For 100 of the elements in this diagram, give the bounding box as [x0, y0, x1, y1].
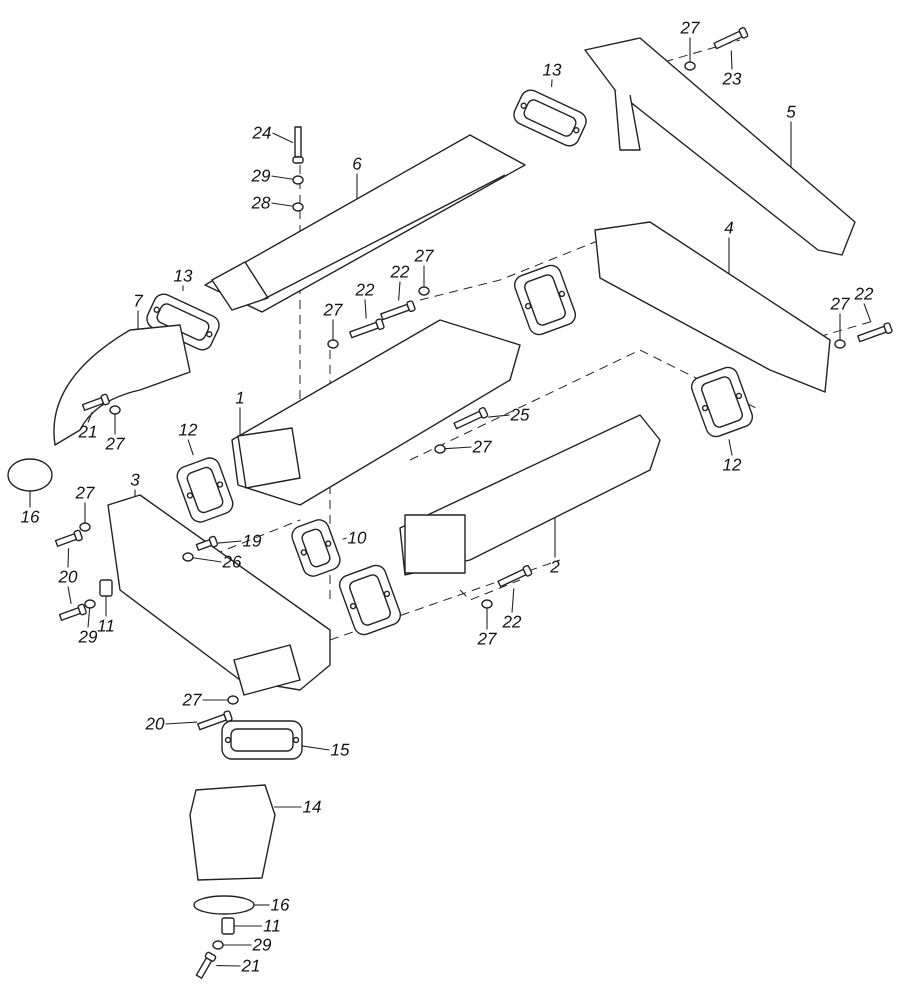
callout-number: 23	[722, 70, 742, 88]
sealing-ring	[7, 458, 53, 492]
leader-line	[87, 608, 90, 628]
exhaust-pipe	[584, 37, 856, 256]
bolt	[349, 318, 386, 338]
washer	[292, 202, 304, 212]
callout-number: 20	[144, 714, 166, 734]
leader-line	[274, 806, 302, 808]
leader-line	[863, 303, 872, 323]
callout-number: 3	[129, 470, 141, 490]
leader-line	[271, 202, 294, 207]
washer	[684, 61, 696, 71]
leader-line	[254, 904, 270, 906]
leader-line	[398, 281, 401, 300]
leader-line	[444, 446, 472, 450]
bolt	[453, 406, 489, 430]
leader-line	[332, 320, 334, 340]
leader-line	[356, 174, 358, 199]
exhaust-pipe	[189, 784, 276, 881]
callout-number: 27	[414, 246, 434, 266]
leader-line	[182, 286, 184, 291]
bolt	[54, 529, 84, 547]
callout-number: 29	[250, 166, 272, 186]
leader-line	[839, 314, 841, 340]
leader-line	[192, 557, 222, 563]
sealing-ring	[193, 895, 255, 915]
callout-number: 28	[250, 194, 272, 212]
leader-line	[234, 925, 262, 927]
callout-number: 27	[830, 294, 850, 314]
washer	[434, 444, 446, 454]
leader-line	[239, 408, 241, 436]
callout-number: 6	[351, 154, 363, 174]
callout-number: 21	[78, 422, 98, 442]
exhaust-manifold	[594, 221, 831, 393]
leader-line	[302, 745, 330, 751]
leader-line	[114, 414, 116, 434]
clip	[99, 579, 113, 597]
bolt	[196, 950, 218, 979]
bolt	[196, 535, 219, 551]
callout-number: 22	[354, 280, 376, 300]
washer	[327, 339, 339, 349]
leader-line	[790, 122, 792, 167]
bolt	[857, 322, 894, 342]
callout-number: 13	[172, 266, 194, 286]
leader-line	[223, 944, 252, 946]
washer	[109, 405, 121, 415]
leader-line	[218, 540, 242, 544]
leader-line	[87, 412, 93, 423]
callout-number: 5	[785, 102, 797, 122]
callout-number: 27	[104, 434, 126, 454]
leader-line	[511, 588, 514, 613]
callout-number: 1	[234, 388, 246, 408]
callout-number: 27	[322, 300, 344, 320]
leader-line	[551, 79, 553, 87]
callout-number: 13	[542, 60, 562, 80]
washer	[212, 940, 224, 950]
callout-number: 11	[96, 616, 116, 636]
washer	[227, 695, 239, 705]
washer	[834, 339, 846, 349]
bolt	[713, 26, 749, 50]
callout-number: 16	[20, 508, 40, 526]
leader-line	[554, 518, 556, 558]
washer	[418, 286, 430, 296]
leader-line	[29, 491, 31, 508]
callout-number: 15	[330, 740, 350, 760]
bolt	[58, 603, 88, 621]
callout-number: 16	[270, 896, 290, 914]
leader-line	[271, 175, 294, 180]
leader-line	[67, 586, 72, 604]
callout-number: 21	[240, 956, 262, 976]
callout-number: 29	[252, 936, 272, 954]
washer	[292, 175, 304, 185]
callout-number: 24	[252, 124, 272, 142]
clip	[221, 917, 235, 935]
callout-number: 27	[476, 630, 498, 648]
callout-number: 11	[262, 916, 282, 936]
bolt	[497, 564, 533, 588]
callout-number: 29	[78, 628, 98, 646]
callout-number: 19	[242, 532, 262, 550]
callout-number: 27	[680, 18, 700, 38]
leader-line	[105, 596, 107, 616]
washer	[481, 599, 493, 609]
callout-number: 7	[132, 292, 144, 310]
bolt	[82, 393, 110, 411]
washer	[84, 599, 96, 609]
gasket	[221, 720, 303, 760]
leader-line	[187, 439, 194, 456]
leader-line	[202, 699, 228, 701]
leader-line	[423, 266, 425, 287]
leader-line	[67, 548, 70, 568]
callout-number: 4	[723, 218, 735, 238]
leader-line	[486, 608, 488, 630]
callout-number: 20	[58, 568, 78, 586]
callout-number: 2	[549, 558, 561, 576]
bolt	[380, 300, 416, 320]
callout-number: 10	[346, 528, 368, 548]
callout-number: 14	[302, 798, 322, 816]
leader-line	[728, 439, 733, 456]
callout-number: 25	[510, 406, 530, 424]
leader-line	[488, 414, 510, 418]
